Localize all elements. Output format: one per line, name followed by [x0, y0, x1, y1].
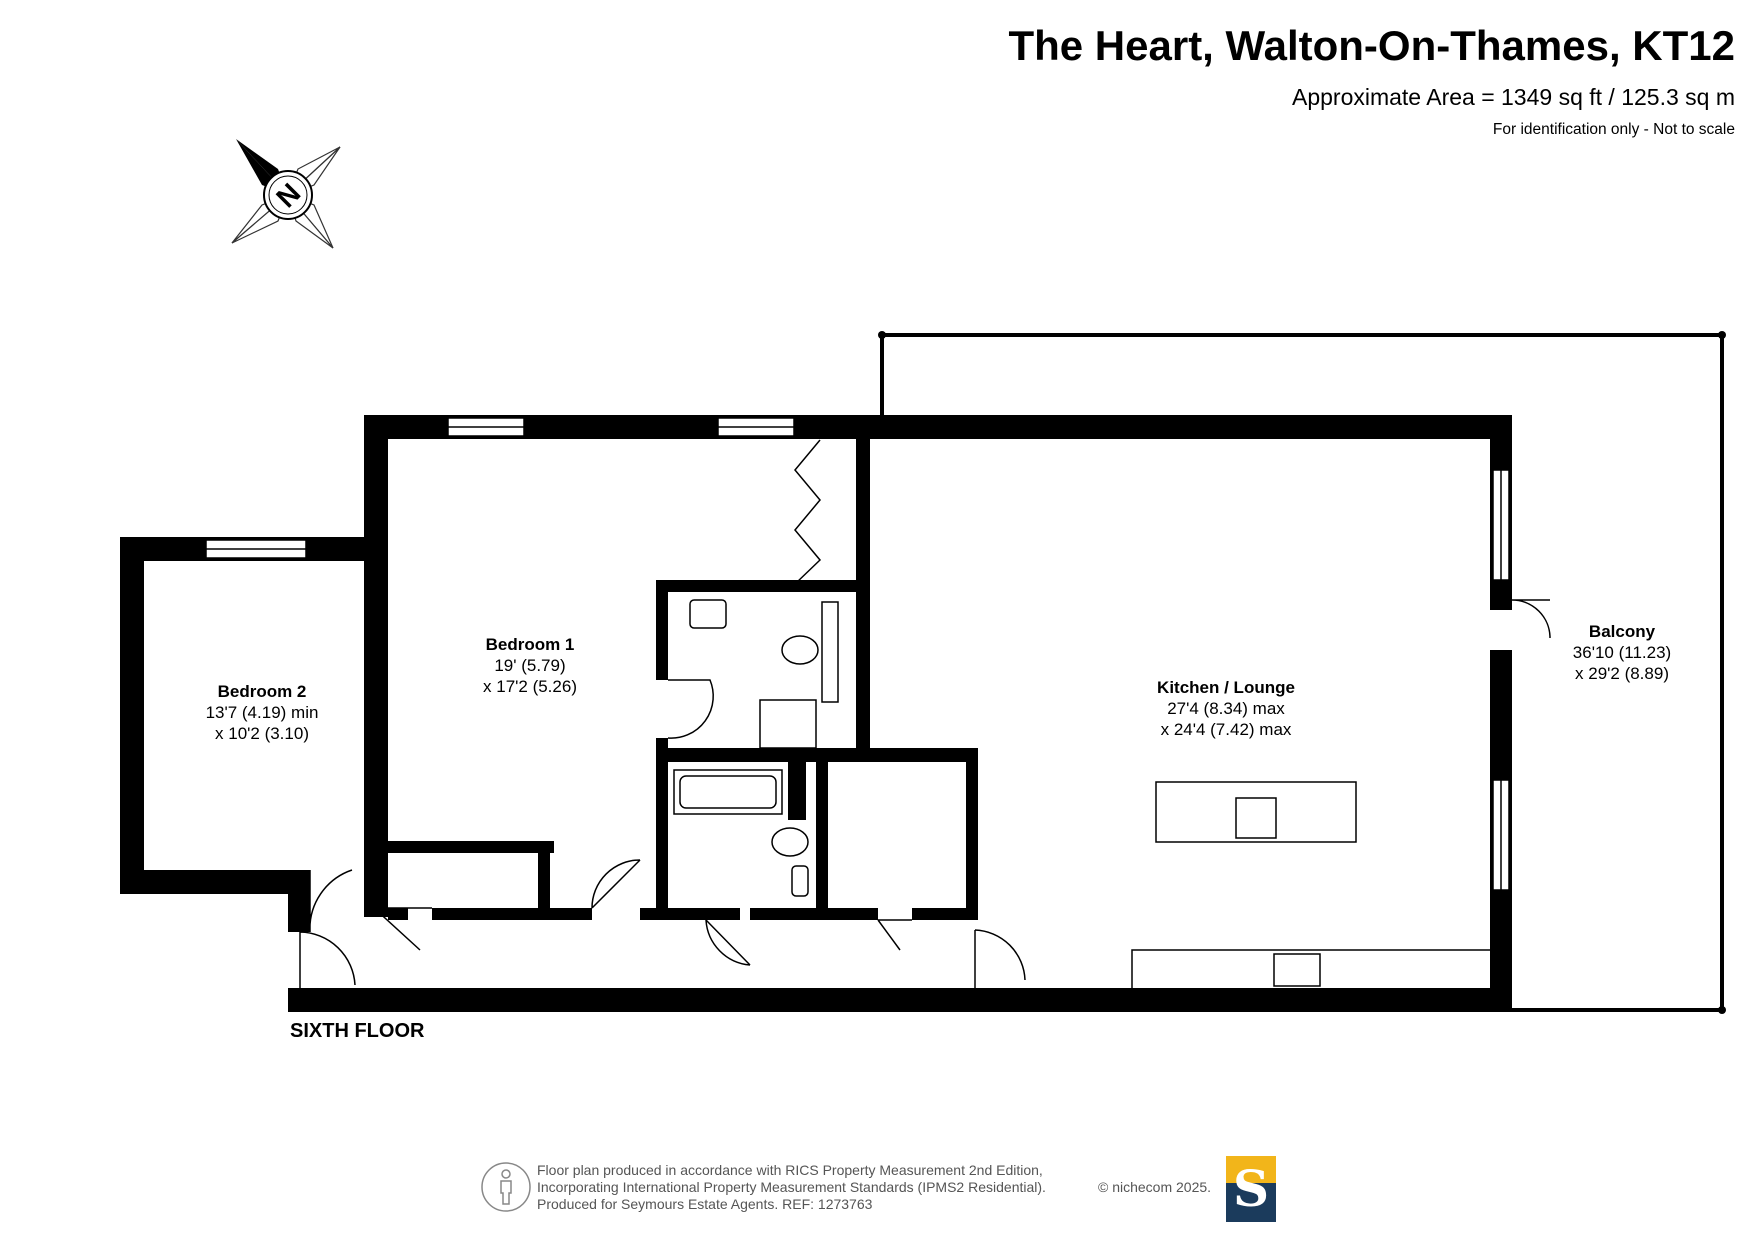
room-label-kitchen-lounge: Kitchen / Lounge 27'4 (8.34) max x 24'4 … — [1157, 678, 1295, 739]
person-icon — [481, 1162, 531, 1212]
room-dim-1: 36'10 (11.23) — [1573, 643, 1671, 662]
floor-label: SIXTH FLOOR — [290, 1020, 425, 1042]
room-dim-1: 19' (5.79) — [494, 656, 565, 675]
footer-line-2: Incorporating International Property Mea… — [537, 1179, 1046, 1195]
footer-line-1: Floor plan produced in accordance with R… — [537, 1162, 1043, 1178]
balcony-outline — [878, 331, 1726, 1014]
room-label-balcony: Balcony 36'10 (11.23) x 29'2 (8.89) — [1573, 622, 1671, 683]
footer-text: Floor plan produced in accordance with R… — [537, 1162, 1046, 1213]
room-dim-2: x 24'4 (7.42) max — [1161, 720, 1292, 739]
room-name: Bedroom 1 — [486, 635, 575, 654]
room-label-bedroom-1: Bedroom 1 19' (5.79) x 17'2 (5.26) — [483, 635, 577, 696]
room-label-bedroom-2: Bedroom 2 13'7 (4.19) min x 10'2 (3.10) — [206, 682, 319, 743]
approximate-area: Approximate Area = 1349 sq ft / 125.3 sq… — [1291, 84, 1735, 110]
windows — [205, 417, 1510, 891]
room-dim-2: x 29'2 (8.89) — [1575, 664, 1669, 683]
disclaimer-note: For identification only - Not to scale — [1492, 121, 1735, 138]
room-dim-2: x 10'2 (3.10) — [215, 724, 309, 743]
logo-bottom — [1226, 1183, 1276, 1222]
room-name: Bedroom 2 — [218, 682, 307, 701]
bathroom-fixtures — [673, 599, 1493, 991]
room-dim-1: 27'4 (8.34) max — [1167, 699, 1285, 718]
compass-north-icon: N — [231, 139, 341, 249]
seymours-logo: S — [1226, 1156, 1276, 1222]
room-dim-1: 13'7 (4.19) min — [206, 703, 319, 722]
footer-line-3: Produced for Seymours Estate Agents. REF… — [537, 1196, 873, 1212]
room-name: Balcony — [1589, 622, 1656, 641]
logo-top — [1226, 1156, 1276, 1183]
doors — [299, 599, 1551, 988]
room-name: Kitchen / Lounge — [1157, 678, 1295, 697]
logo-letter: S — [1232, 1159, 1270, 1218]
wardrobe-doors — [794, 439, 822, 585]
page-title: The Heart, Walton-On-Thames, KT12 — [1008, 22, 1735, 69]
room-dim-2: x 17'2 (5.26) — [483, 677, 577, 696]
copyright: © nichecom 2025. — [1098, 1179, 1212, 1195]
